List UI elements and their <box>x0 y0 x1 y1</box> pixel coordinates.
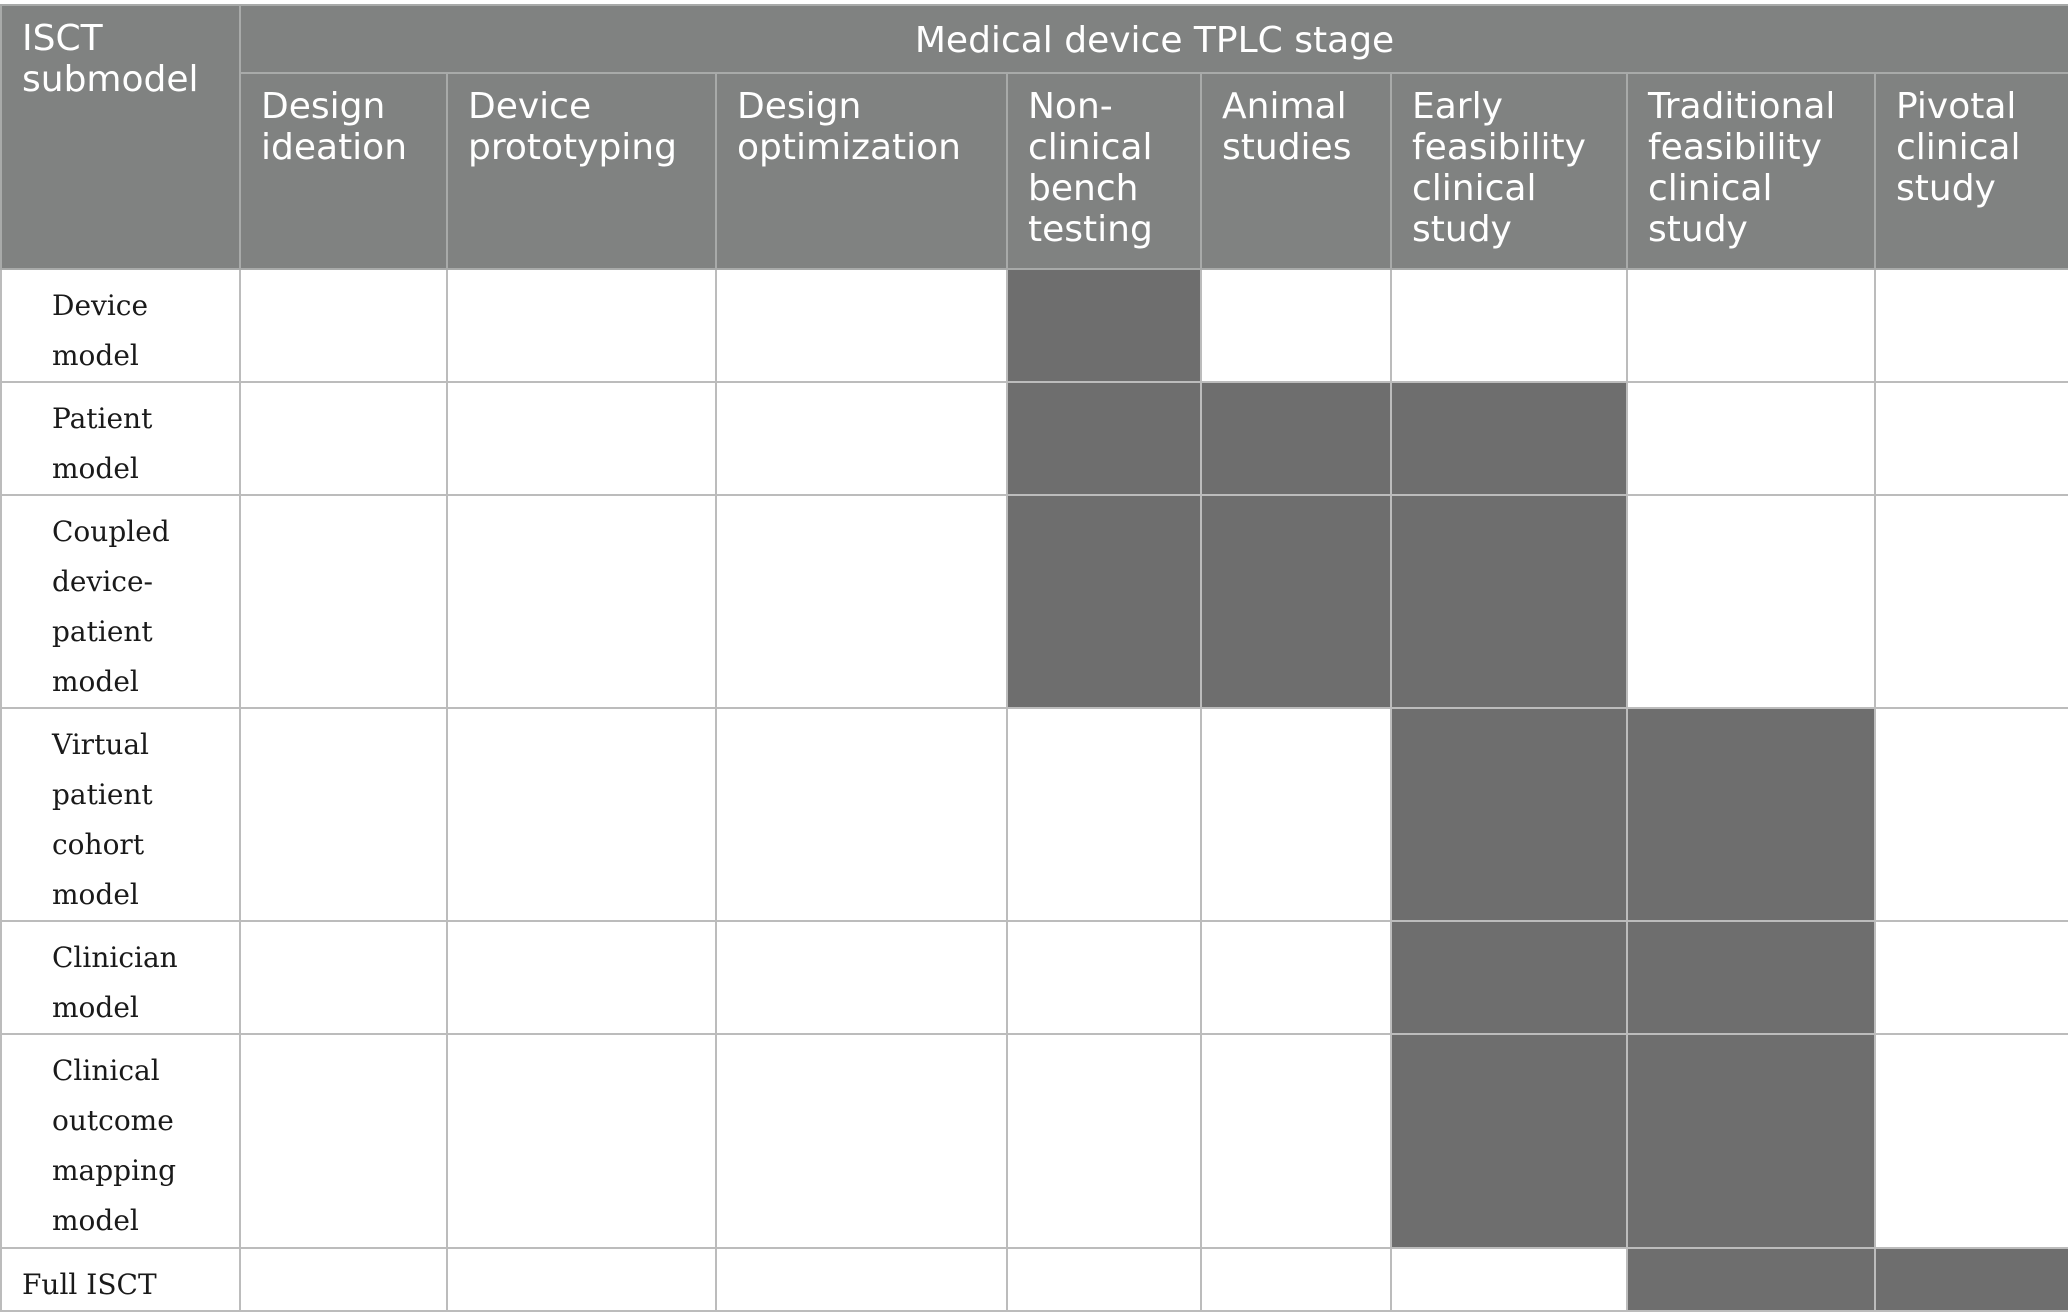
column-header-stage: Device prototyping <box>446 72 717 270</box>
header-row-group: ISCT submodel Medical device TPLC stage <box>0 4 2068 270</box>
stage-cell-empty <box>715 1033 1008 1249</box>
row-label: Full ISCT <box>0 1247 241 1312</box>
column-header-stage: Design ideation <box>239 72 448 270</box>
table-row: Clinician model <box>0 920 2068 1035</box>
row-label: Clinician model <box>0 920 241 1035</box>
row-label: Coupled device-patient model <box>0 494 241 709</box>
stage-cell-empty <box>1873 920 2068 1035</box>
stage-cell-applicable <box>1390 707 1628 922</box>
stage-cell-empty <box>446 707 717 922</box>
stage-cell-empty <box>239 1033 448 1249</box>
table-row: Device model <box>0 268 2068 383</box>
stage-cell-empty <box>1873 1033 2068 1249</box>
stage-cell-empty <box>715 707 1008 922</box>
column-header-stage: Animal studies <box>1200 72 1392 270</box>
stage-cell-empty <box>1006 1033 1202 1249</box>
stage-cell-applicable <box>1626 1033 1876 1249</box>
stage-cell-empty <box>1873 707 2068 922</box>
stage-cell-empty <box>1200 920 1392 1035</box>
row-label: Clinical outcome mapping model <box>0 1033 241 1249</box>
stage-cell-empty <box>1873 381 2068 496</box>
table-row: Virtual patient cohort model <box>0 707 2068 922</box>
stage-cell-applicable <box>1390 920 1628 1035</box>
stage-cell-empty <box>239 494 448 709</box>
stage-cell-applicable <box>1390 494 1628 709</box>
stage-cell-empty <box>446 381 717 496</box>
stage-cell-empty <box>1200 1247 1392 1312</box>
corner-header-isct-submodel: ISCT submodel <box>0 4 241 270</box>
stage-cell-empty <box>239 1247 448 1312</box>
stage-cell-empty <box>1390 268 1628 383</box>
stage-cell-empty <box>715 920 1008 1035</box>
stage-cell-empty <box>1200 707 1392 922</box>
tplc-submodel-table-container: ISCT submodel Medical device TPLC stage … <box>0 4 2068 1312</box>
stage-cell-empty <box>1006 707 1202 922</box>
stage-cell-applicable <box>1200 494 1392 709</box>
stage-cell-applicable <box>1626 707 1876 922</box>
stage-cell-empty <box>239 707 448 922</box>
group-header-tplc-stage: Medical device TPLC stage <box>238 4 2068 74</box>
stage-cell-empty <box>239 920 448 1035</box>
stage-cell-applicable <box>1006 494 1202 709</box>
stage-cell-empty <box>1006 920 1202 1035</box>
stage-cell-empty <box>446 1247 717 1312</box>
stage-cell-applicable <box>1390 1033 1628 1249</box>
row-label: Patient model <box>0 381 241 496</box>
stage-cell-empty <box>239 381 448 496</box>
column-header-stage: Pivotal clinical study <box>1873 72 2068 270</box>
table-row: Patient model <box>0 381 2068 496</box>
table-row: Clinical outcome mapping model <box>0 1033 2068 1249</box>
column-header-stage: Non-clinical bench testing <box>1006 72 1202 270</box>
column-header-stage: Early feasibility clinical study <box>1390 72 1628 270</box>
stage-cell-empty <box>1200 268 1392 383</box>
stage-cell-empty <box>715 268 1008 383</box>
stage-cell-applicable <box>1006 268 1202 383</box>
stage-cell-applicable <box>1006 381 1202 496</box>
stage-cell-applicable <box>1873 1247 2068 1312</box>
stage-cell-empty <box>1873 494 2068 709</box>
table-header: ISCT submodel Medical device TPLC stage … <box>0 4 2068 270</box>
stage-cell-empty <box>1626 494 1876 709</box>
stage-cell-empty <box>1626 381 1876 496</box>
stage-cell-empty <box>715 494 1008 709</box>
row-label: Device model <box>0 268 241 383</box>
stage-cell-empty <box>446 494 717 709</box>
stage-cell-empty <box>715 1247 1008 1312</box>
stage-cell-applicable <box>1626 1247 1876 1312</box>
stage-cell-empty <box>1873 268 2068 383</box>
stage-cell-empty <box>239 268 448 383</box>
table-row: Coupled device-patient model <box>0 494 2068 709</box>
tplc-submodel-table: ISCT submodel Medical device TPLC stage … <box>0 4 2068 1312</box>
stage-cell-empty <box>715 381 1008 496</box>
stage-cell-empty <box>1200 1033 1392 1249</box>
column-header-stage: Design optimization <box>715 72 1008 270</box>
stage-cell-empty <box>1390 1247 1628 1312</box>
row-label: Virtual patient cohort model <box>0 707 241 922</box>
stage-cell-applicable <box>1390 381 1628 496</box>
column-header-stage: Traditional feasibility clinical study <box>1626 72 1876 270</box>
stage-cell-empty <box>446 920 717 1035</box>
stage-cell-empty <box>1626 268 1876 383</box>
stage-cell-empty <box>446 268 717 383</box>
table-row: Full ISCT <box>0 1247 2068 1312</box>
stage-cell-empty <box>446 1033 717 1249</box>
stage-cell-applicable <box>1200 381 1392 496</box>
stage-cell-applicable <box>1626 920 1876 1035</box>
stage-cell-empty <box>1006 1247 1202 1312</box>
